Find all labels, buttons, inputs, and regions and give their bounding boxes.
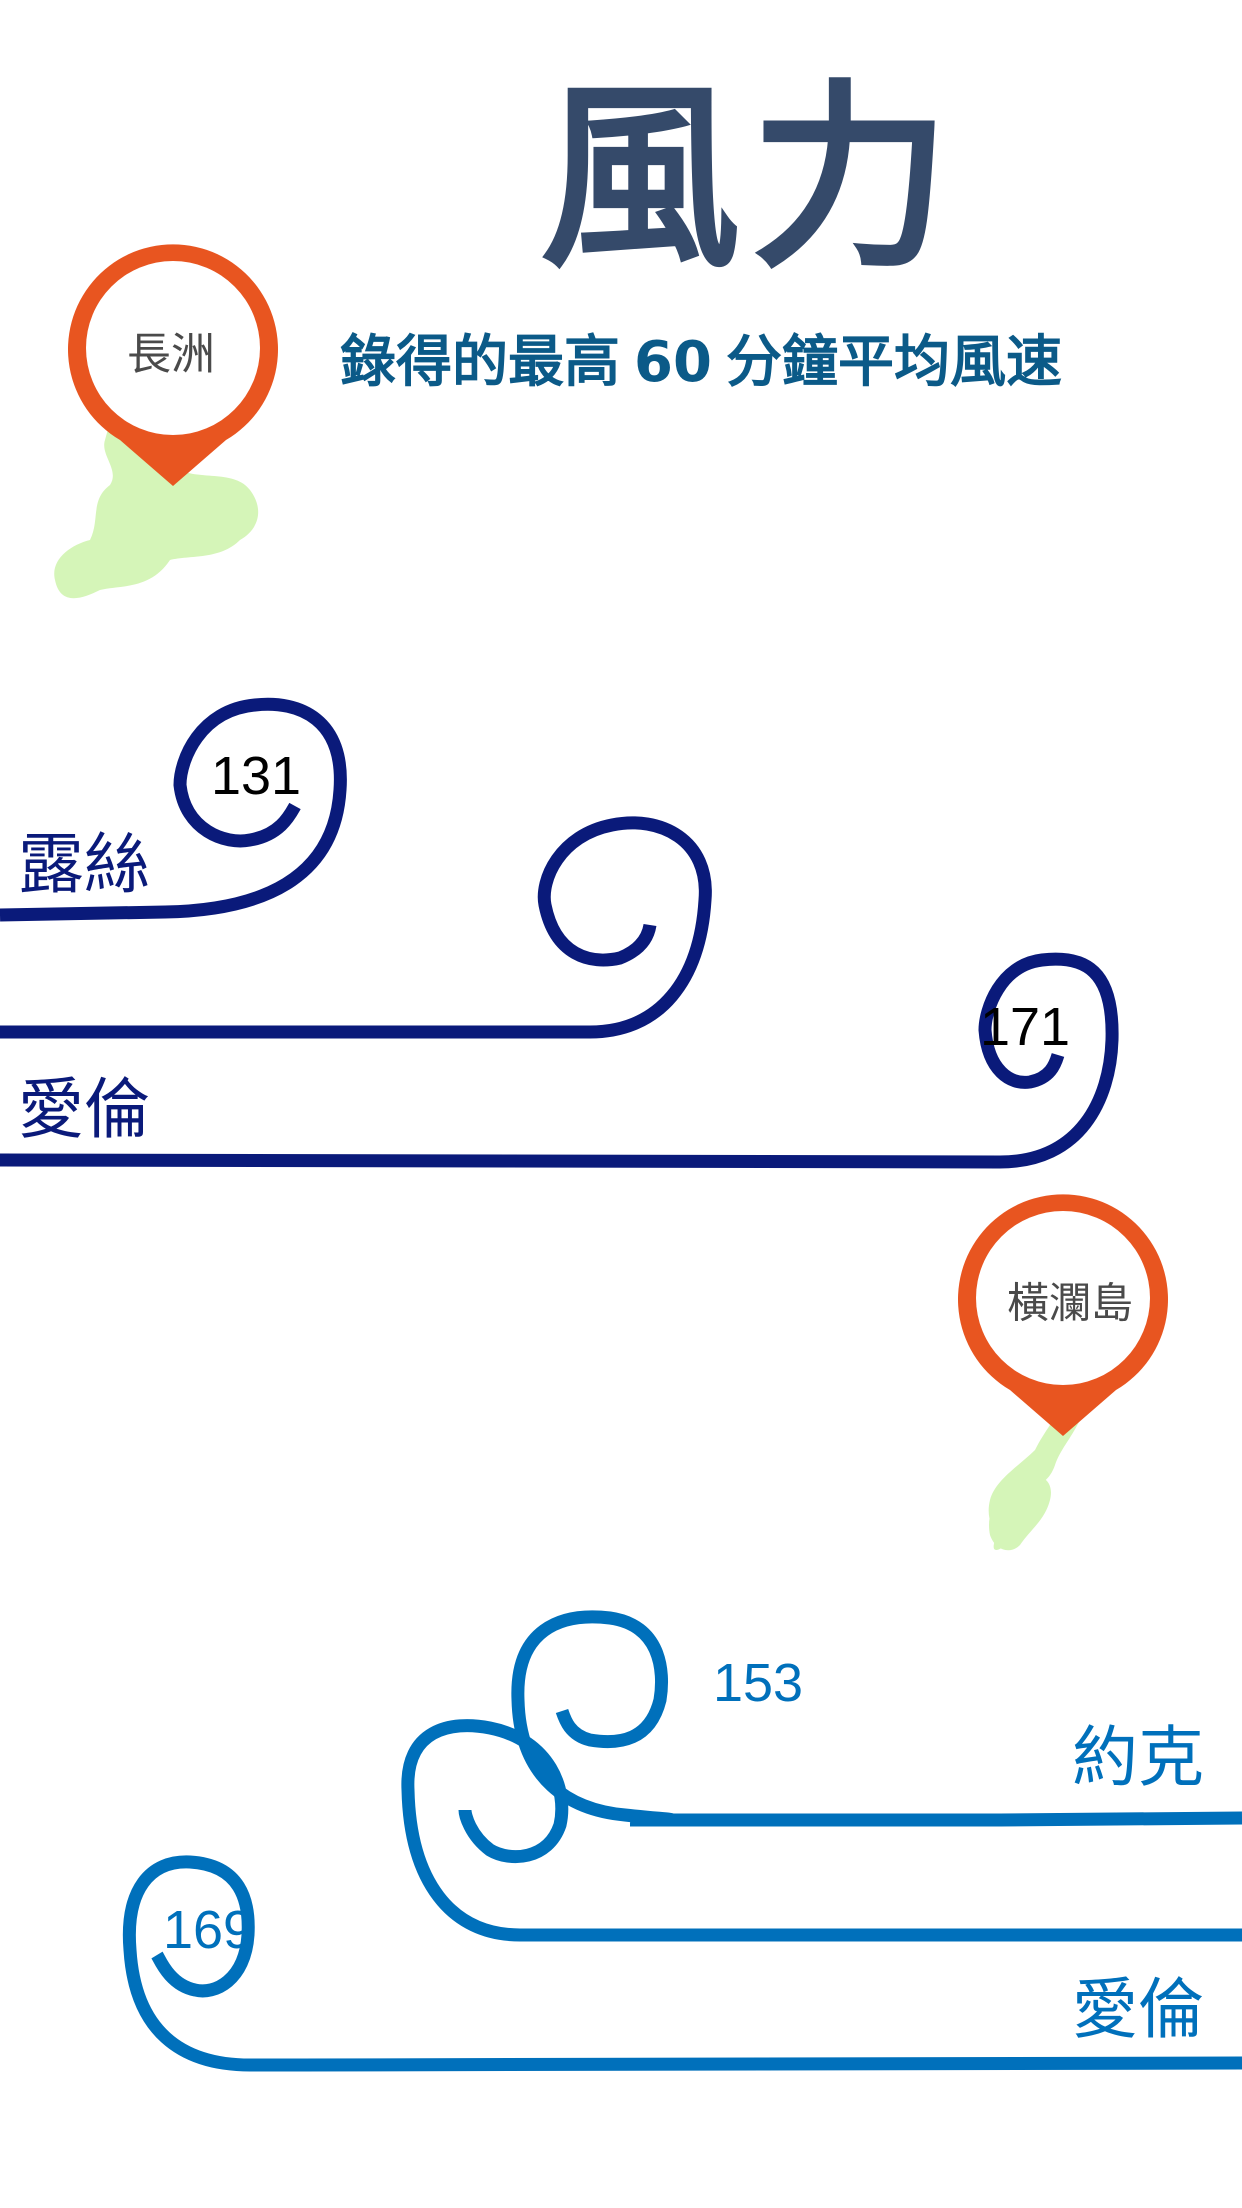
wind-speed-value: 131 [210,746,302,806]
wind-swirl-ruth [0,697,347,922]
page-title: 風力 [540,63,961,296]
location-label-waglan: 橫瀾島 [1006,1278,1134,1328]
subtitle-before: 錄得的最高 [340,330,620,395]
wind-speed-value: 171 [979,997,1071,1057]
location-pin-waglan [958,1194,1168,1436]
wind-swirl-ellen-waglan [122,1855,1242,2072]
typhoon-name: 愛倫 [18,1071,150,1148]
location-label-cheung-chau: 長洲 [127,329,215,380]
location-pin-cheung-chau [68,244,278,486]
waglan-island-shape-south [989,1476,1051,1551]
wind-speed-value: 169 [162,1900,254,1960]
pin-inner-circle [86,261,260,435]
typhoon-name: 愛倫 [1072,1971,1204,2048]
wind-swirl-york [511,1610,1242,1827]
wind-swirl-decorative [0,816,712,1039]
typhoon-name: 露絲 [18,826,150,903]
wind-swirl-decorative-2 [401,1719,1242,1942]
subtitle-after: 分鐘平均風速 [725,330,1062,395]
wind-swirl-ellen-cc [0,952,1119,1169]
typhoon-name: 約克 [1072,1719,1204,1796]
wind-speed-value: 153 [712,1653,804,1713]
subtitle-number: 60 [634,330,712,395]
pin-inner-circle [976,1211,1150,1385]
